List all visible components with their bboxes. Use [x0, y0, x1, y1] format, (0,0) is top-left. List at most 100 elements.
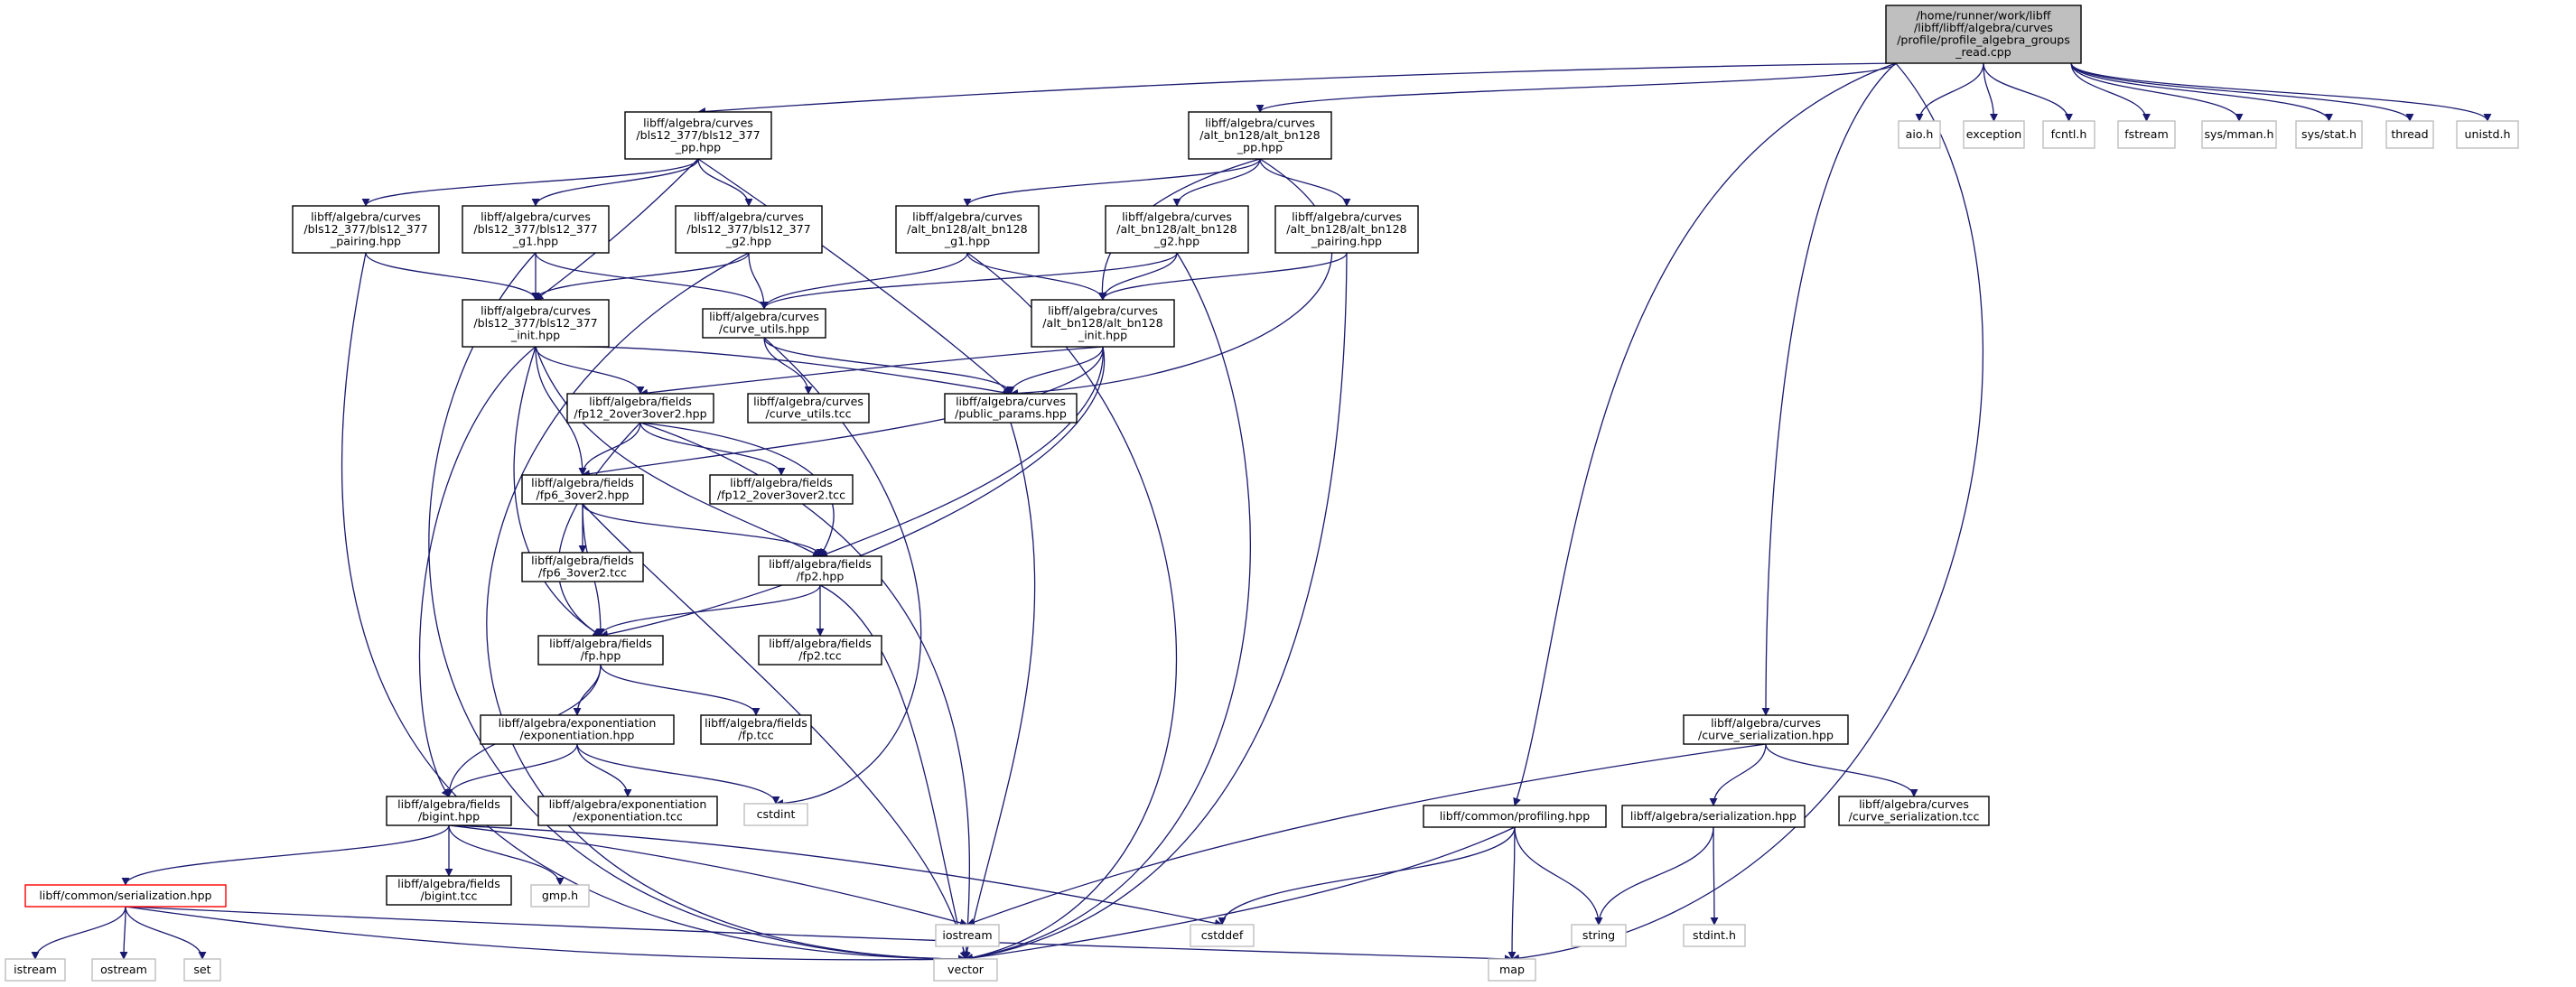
node-curve-utils[interactable]: libff/algebra/curves/curve_utils.hpp — [702, 308, 826, 339]
edge-root-to-alt_pp — [1255, 62, 1897, 113]
node-thread[interactable]: thread — [2385, 120, 2434, 149]
node-label-line: libff/algebra/curves — [481, 303, 591, 317]
node-ostream[interactable]: ostream — [91, 958, 156, 982]
edge-alt_pp-to-alt_g2 — [1172, 158, 1261, 207]
node-box — [183, 958, 221, 982]
node-fp2-tcc[interactable]: libff/algebra/fields/fp2.tcc — [758, 635, 882, 666]
edge-bls_init-to-fp6 — [535, 346, 587, 476]
node-cstdint[interactable]: cstdint — [743, 803, 808, 826]
node-fstream[interactable]: fstream — [2117, 120, 2176, 149]
node-alg-ser[interactable]: libff/algebra/serialization.hpp — [1621, 805, 1806, 828]
node-label-line: /fp2.hpp — [797, 570, 845, 583]
edge-bls_g2-to-bls_init — [531, 252, 750, 301]
edge-fp2-to-fp — [596, 584, 821, 637]
edge-fp2-to-vector — [819, 584, 968, 960]
node-fp-tcc[interactable]: libff/algebra/fields/fp.tcc — [700, 714, 812, 745]
edge-fp-to-fp_tcc — [600, 664, 761, 716]
node-alt-init[interactable]: libff/algebra/curves/alt_bn128/alt_bn128… — [1031, 299, 1175, 348]
node-box — [521, 552, 644, 582]
edge-alt_init-to-fp — [600, 346, 1106, 638]
node-mman[interactable]: sys/mman.h — [2201, 120, 2277, 149]
node-common-ser[interactable]: libff/common/serialization.hpp — [24, 884, 227, 908]
node-box — [462, 299, 610, 348]
node-set[interactable]: set — [183, 958, 221, 982]
node-iostream[interactable]: iostream — [935, 924, 1000, 947]
node-public-params[interactable]: libff/algebra/curves/public_params.hpp — [944, 393, 1078, 424]
edge-root-to-stat — [2070, 62, 2333, 122]
node-label-line: /alt_bn128/alt_bn128 — [1199, 128, 1320, 142]
node-exp[interactable]: libff/algebra/exponentiation/exponentiat… — [480, 714, 675, 745]
node-alt-g2[interactable]: libff/algebra/curves/alt_bn128/alt_bn128… — [1105, 205, 1249, 254]
node-fcntl[interactable]: fcntl.h — [2042, 120, 2095, 149]
node-curve-ser[interactable]: libff/algebra/curves/curve_serialization… — [1683, 714, 1849, 745]
node-label-line: /fp.tcc — [738, 729, 774, 742]
node-label-line: /bls12_377/bls12_377 — [473, 222, 597, 236]
node-fp2[interactable]: libff/algebra/fields/fp2.hpp — [758, 555, 882, 586]
node-bigint[interactable]: libff/algebra/fields/bigint.hpp — [386, 796, 512, 826]
node-fp6-tcc[interactable]: libff/algebra/fields/fp6_3over2.tcc — [521, 552, 644, 582]
node-root[interactable]: /home/runner/work/libff/libff/libff/alge… — [1885, 5, 2082, 64]
node-box — [1885, 5, 2082, 64]
node-vector[interactable]: vector — [933, 958, 998, 982]
node-box — [675, 205, 823, 254]
node-label-line: ostream — [100, 963, 147, 976]
node-alt-pairing[interactable]: libff/algebra/curves/alt_bn128/alt_bn128… — [1274, 205, 1419, 254]
node-exception[interactable]: exception — [1963, 120, 2025, 149]
node-bls-init[interactable]: libff/algebra/curves/bls12_377/bls12_377… — [462, 299, 610, 348]
node-gmp[interactable]: gmp.h — [530, 884, 590, 908]
node-fp12-tcc[interactable]: libff/algebra/fields/fp12_2over3over2.tc… — [709, 474, 854, 505]
node-box — [537, 635, 664, 666]
node-label-line: /exponentiation.tcc — [573, 810, 683, 824]
edge-bls_g1-to-vector — [428, 252, 966, 964]
node-label-line: /curve_serialization.hpp — [1698, 729, 1834, 742]
node-fp[interactable]: libff/algebra/fields/fp.hpp — [537, 635, 664, 666]
node-label-line: libff/algebra/exponentiation — [499, 716, 657, 730]
edge-fp12-to-fp — [557, 422, 641, 637]
node-label-line: libff/algebra/curves — [311, 210, 421, 223]
node-label-line: libff/algebra/curves — [694, 210, 804, 223]
node-fp12[interactable]: libff/algebra/fields/fp12_2over3over2.hp… — [566, 393, 714, 424]
node-unistd[interactable]: unistd.h — [2456, 120, 2519, 149]
edge-alt_init-to-fp12 — [639, 346, 1104, 397]
node-cstddef[interactable]: cstddef — [1190, 924, 1255, 947]
edge-exp-to-bigint — [444, 743, 578, 797]
node-label-line: /bls12_377/bls12_377 — [686, 222, 810, 236]
edge-curve_ser-to-iostream — [966, 743, 1767, 926]
node-box — [1423, 805, 1607, 828]
node-bigint-tcc[interactable]: libff/algebra/fields/bigint.tcc — [386, 875, 512, 906]
edge-fp12-to-fp2 — [639, 422, 835, 557]
node-box — [1488, 958, 1536, 982]
node-label-line: libff/common/serialization.hpp — [39, 889, 211, 902]
node-bls-pp[interactable]: libff/algebra/curves/bls12_377/bls12_377… — [624, 111, 772, 160]
node-box — [1031, 299, 1175, 348]
node-label-line: libff/algebra/curves — [1292, 210, 1402, 223]
node-stdint[interactable]: stdint.h — [1683, 924, 1746, 947]
node-aio[interactable]: aio.h — [1898, 120, 1941, 149]
node-curve-ser-tcc[interactable]: libff/algebra/curves/curve_serialization… — [1838, 796, 1990, 826]
node-box — [537, 796, 718, 826]
node-alt-pp[interactable]: libff/algebra/curves/alt_bn128/alt_bn128… — [1188, 111, 1332, 160]
node-exp-tcc[interactable]: libff/algebra/exponentiation/exponentiat… — [537, 796, 718, 826]
node-label-line: cstddef — [1201, 928, 1244, 942]
node-box — [2042, 120, 2095, 149]
node-bls-g2[interactable]: libff/algebra/curves/bls12_377/bls12_377… — [675, 205, 823, 254]
edge-bls_pairing-to-vector — [341, 252, 966, 964]
node-stat[interactable]: sys/stat.h — [2295, 120, 2363, 149]
edge-alt_pairing-to-alt_init — [1098, 252, 1348, 301]
node-curve-utils-tcc[interactable]: libff/algebra/curves/curve_utils.tcc — [747, 393, 870, 424]
node-profiling[interactable]: libff/common/profiling.hpp — [1423, 805, 1607, 828]
node-bls-pairing[interactable]: libff/algebra/curves/bls12_377/bls12_377… — [292, 205, 440, 254]
node-box — [2295, 120, 2363, 149]
node-alt-g1[interactable]: libff/algebra/curves/alt_bn128/alt_bn128… — [895, 205, 1040, 254]
edge-bls_init-to-bigint — [418, 346, 537, 797]
node-label-line: /fp6_3over2.tcc — [538, 566, 627, 580]
edge-bigint-to-cstddef — [448, 824, 1223, 927]
node-fp6[interactable]: libff/algebra/fields/fp6_3over2.hpp — [521, 474, 644, 505]
node-label-line: fstream — [2124, 127, 2169, 141]
node-istream[interactable]: istream — [5, 958, 66, 982]
node-label-line: fcntl.h — [2051, 127, 2087, 141]
node-string[interactable]: string — [1571, 924, 1627, 947]
node-bls-g1[interactable]: libff/algebra/curves/bls12_377/bls12_377… — [462, 205, 610, 254]
node-label-line: libff/algebra/fields — [397, 797, 500, 811]
node-map[interactable]: map — [1488, 958, 1536, 982]
